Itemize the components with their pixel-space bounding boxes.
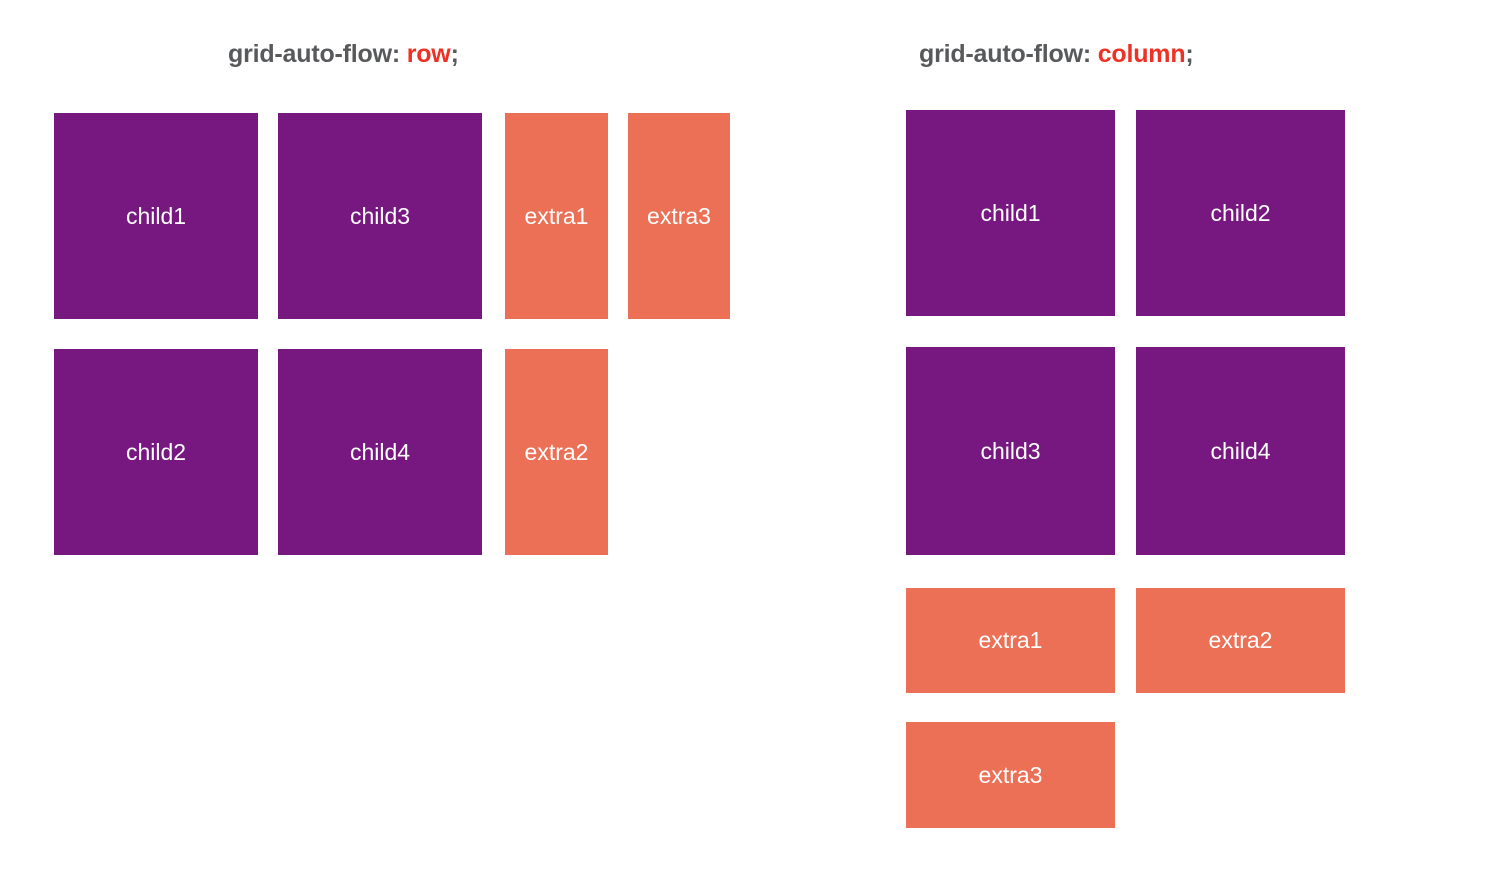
grid-cell-label: extra1 [978, 627, 1043, 653]
grid-cell-column-child1: child1 [906, 110, 1115, 316]
panel-grid-auto-flow-column: grid-auto-flow: column; child1 child2 ch… [800, 0, 1496, 870]
grid-cell-label: child4 [1210, 437, 1271, 464]
grid-cell-label: child4 [349, 438, 411, 465]
grid-cell-label: child1 [980, 199, 1041, 226]
grid-cell-label: extra2 [1208, 627, 1273, 653]
grid-cell-column-child3: child3 [906, 347, 1115, 555]
grid-cell-label: child2 [1210, 199, 1271, 226]
grid-cell-row-extra2: extra2 [505, 349, 608, 555]
grid-cell-row-extra3: extra3 [628, 113, 730, 319]
grid-cell-label: child2 [125, 438, 187, 465]
grid-cell-row-extra1: extra1 [505, 113, 608, 319]
panel-title-column: grid-auto-flow: column; [919, 42, 1194, 67]
grid-cell-label: child3 [349, 202, 411, 229]
grid-cell-row-child1: child1 [54, 113, 258, 319]
grid-cell-row-child3: child3 [278, 113, 482, 319]
grid-cell-label: child3 [980, 437, 1041, 464]
panel-title-column-terminator: ; [1185, 40, 1194, 68]
panel-title-column-value: column [1097, 40, 1186, 68]
grid-cell-column-extra1: extra1 [906, 588, 1115, 693]
panel-title-row-terminator: ; [450, 40, 459, 68]
grid-cell-label: extra1 [524, 202, 589, 229]
grid-cell-column-extra3: extra3 [906, 722, 1115, 828]
panel-title-row: grid-auto-flow: row; [228, 42, 459, 67]
panel-grid-auto-flow-row: grid-auto-flow: row; child1 child3 extra… [54, 42, 730, 555]
grid-cell-column-child4: child4 [1136, 347, 1345, 555]
panel-title-column-property: grid-auto-flow: [919, 40, 1091, 68]
grid-cell-label: extra3 [978, 761, 1043, 788]
panel-title-row-property: grid-auto-flow: [228, 40, 400, 68]
grid-cell-row-child4: child4 [278, 349, 482, 555]
grid-cell-label: extra3 [647, 202, 711, 229]
grid-cell-column-child2: child2 [1136, 110, 1345, 316]
panel-title-row-value: row [406, 40, 451, 68]
grid-cell-row-child2: child2 [54, 349, 258, 555]
grid-cell-column-extra2: extra2 [1136, 588, 1345, 693]
grid-cell-label: child1 [125, 202, 187, 229]
grid-cell-label: extra2 [524, 438, 589, 465]
